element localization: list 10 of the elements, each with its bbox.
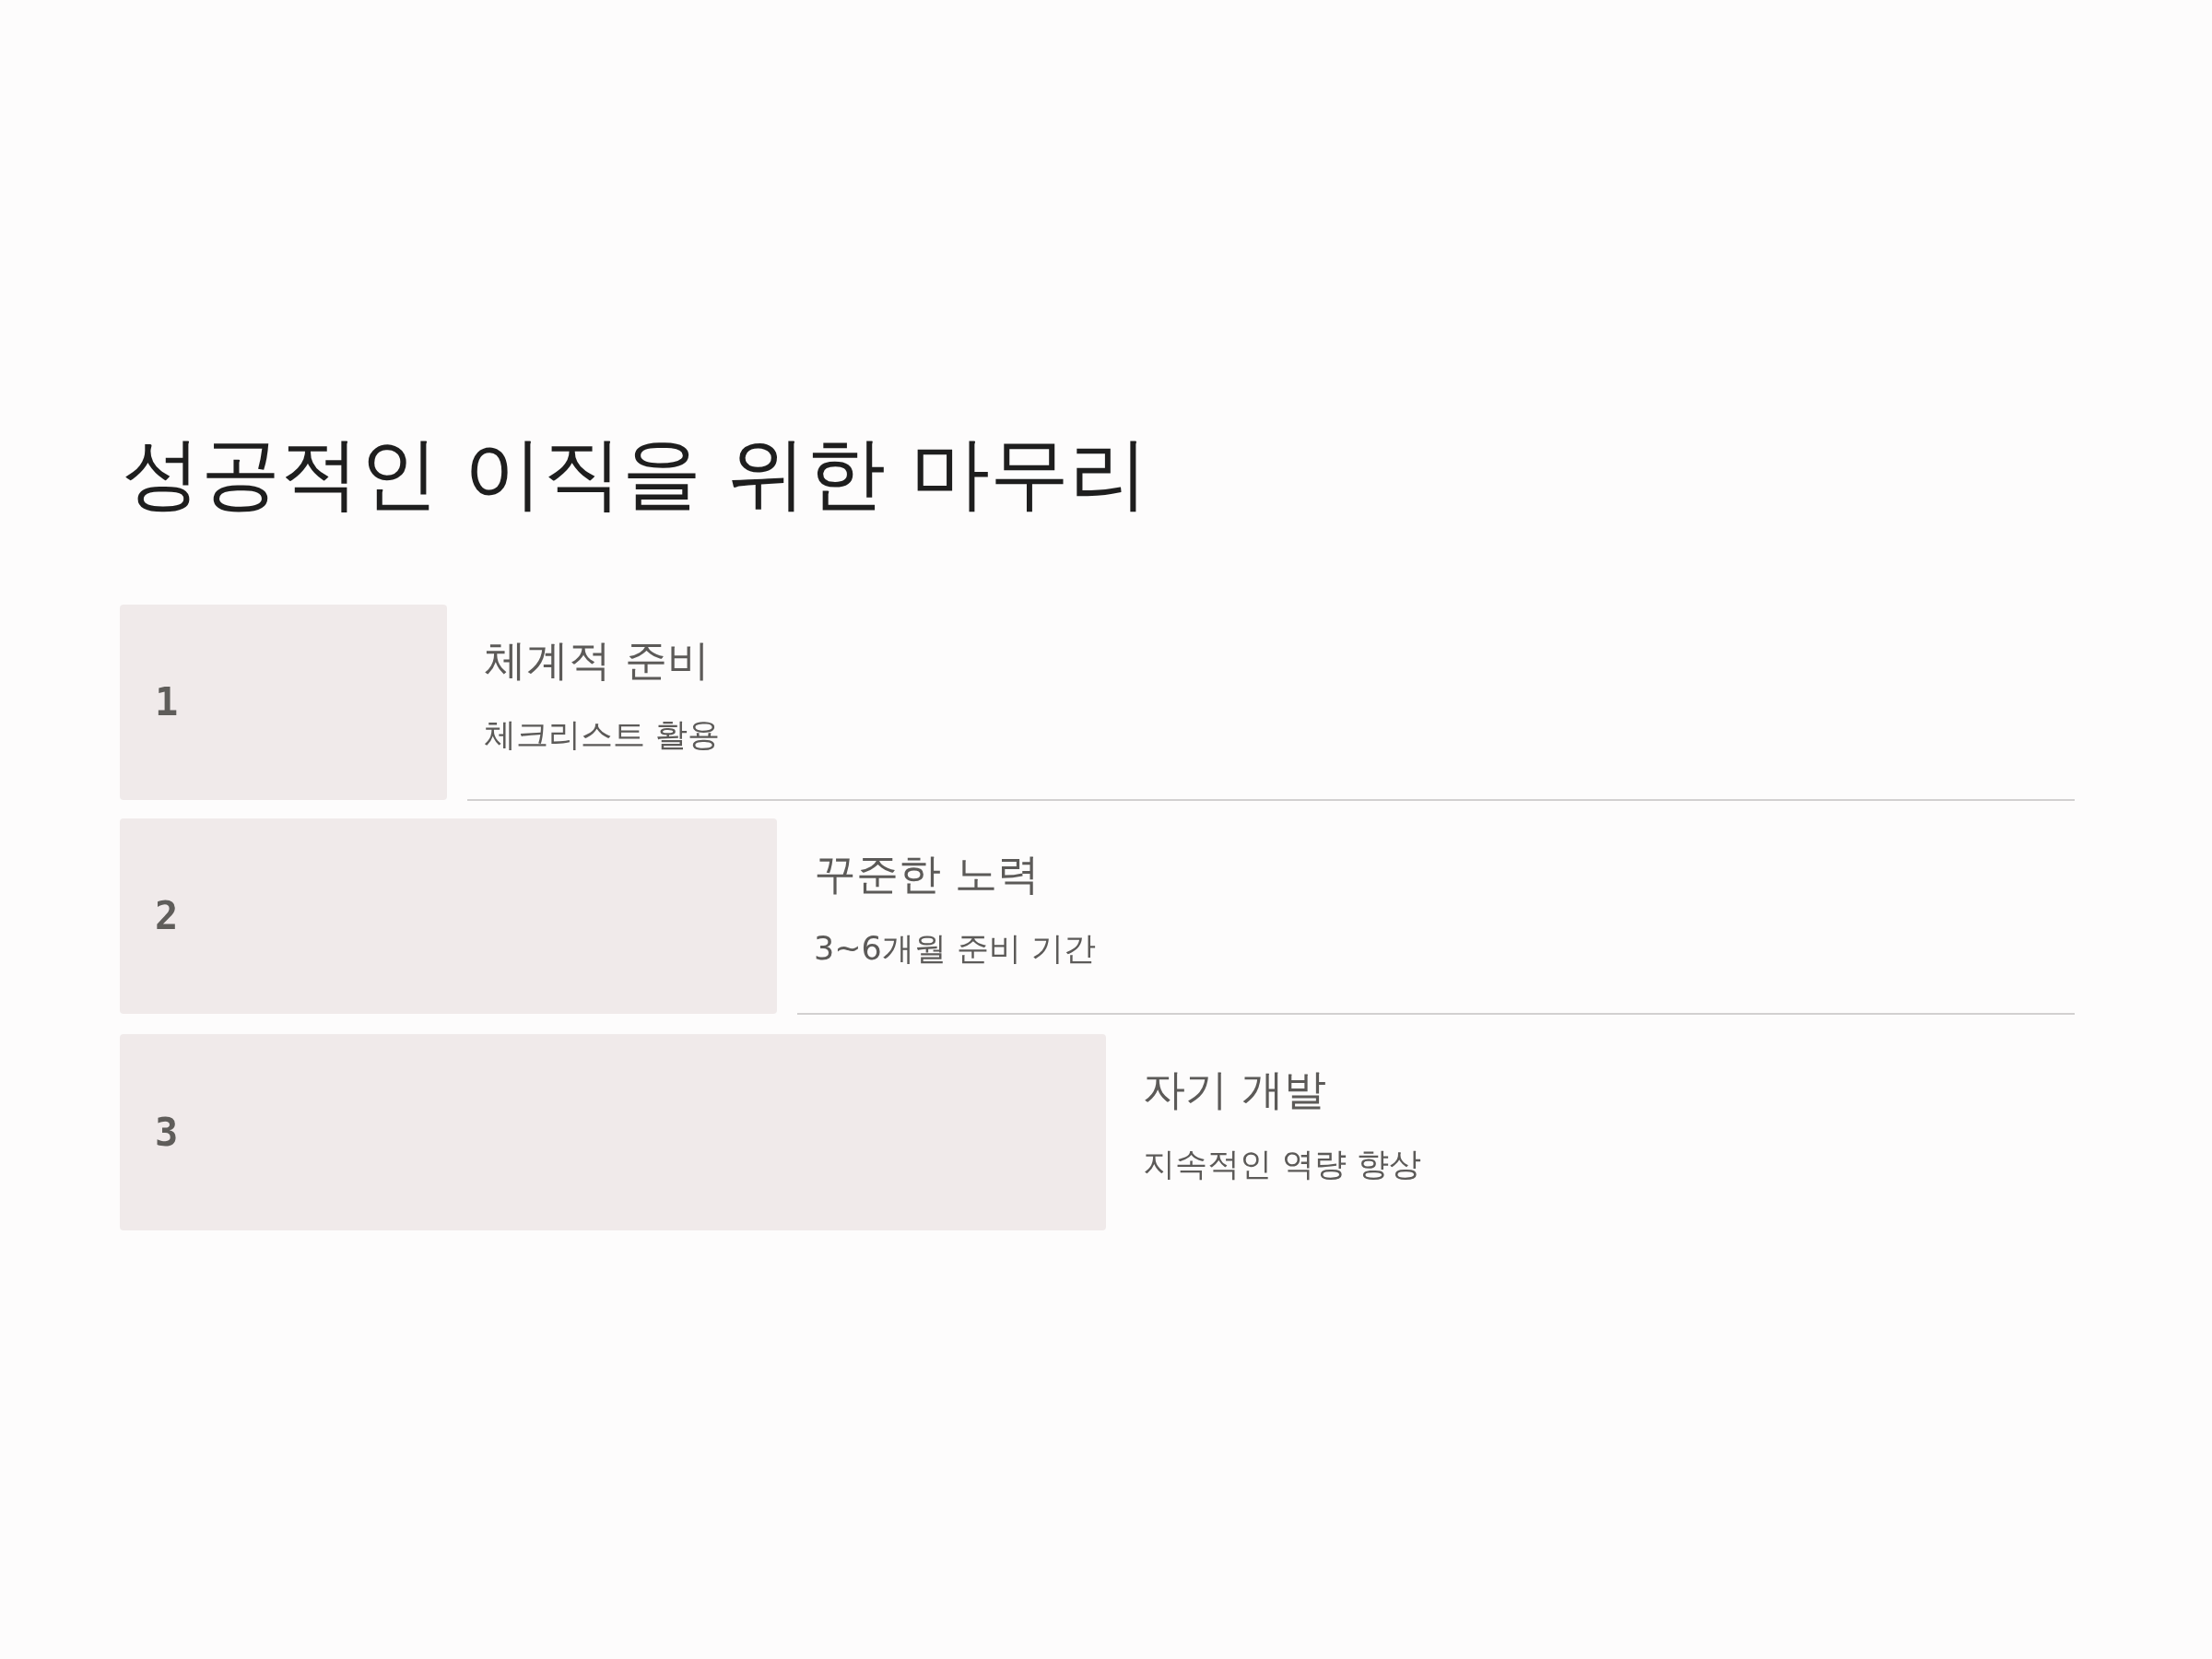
step-description: 지속적인 역량 향상 — [1143, 1145, 1422, 1183]
step-heading: 자기 개발 — [1143, 1065, 1326, 1116]
step-heading: 체계적 준비 — [484, 635, 710, 687]
step-description: 3~6개월 준비 기간 — [814, 929, 1097, 968]
slide-title: 성공적인 이직을 위한 마무리 — [122, 426, 1148, 521]
step-description: 체크리스트 활용 — [484, 715, 721, 754]
step-number: 3 — [155, 1112, 179, 1152]
step-number: 1 — [155, 683, 179, 722]
step-heading: 꾸준한 노력 — [814, 849, 1040, 900]
step-number: 2 — [155, 897, 179, 935]
